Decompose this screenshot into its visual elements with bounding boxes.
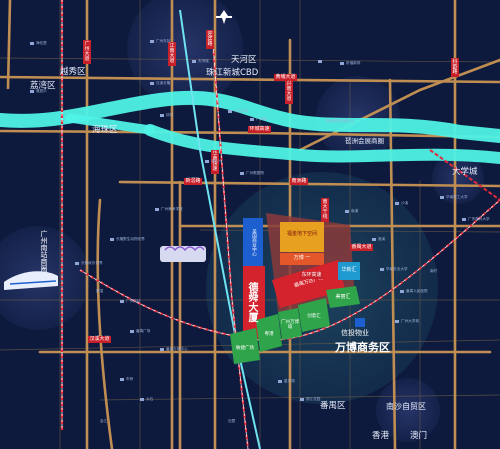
huafu-label: 华新汇 bbox=[341, 267, 357, 274]
poi-label: 长隆欢乐世界 bbox=[81, 261, 103, 265]
poi-label: 番禺人民医院 bbox=[406, 289, 428, 293]
poi-label: 祈福新邨 bbox=[346, 61, 361, 65]
district-nansha: 南沙自贸区 bbox=[386, 402, 426, 411]
poi-label: 番禺万博中心 bbox=[166, 347, 188, 351]
poi-label: 大石 bbox=[146, 397, 154, 401]
poi-label: 石壁 bbox=[228, 419, 236, 423]
poi-label: 中山大学 bbox=[234, 109, 249, 113]
road-tag-yingbin: 迎宾路 bbox=[206, 30, 214, 49]
district-pazhou: 琶洲会展商圈 bbox=[345, 137, 384, 145]
poi-label: 海心沙 bbox=[211, 159, 222, 163]
poi-label: 广州塔 bbox=[256, 117, 267, 121]
poi-label: 沙溪 bbox=[401, 201, 409, 205]
road-tag-xinjiao: 新滘路 bbox=[184, 178, 203, 185]
nansha-halo bbox=[376, 378, 440, 442]
poi-label: 广州美术学院 bbox=[161, 207, 183, 211]
poi-label: 广州歌剧院 bbox=[246, 171, 264, 175]
poi-label: 钟村 bbox=[166, 113, 174, 117]
guangzhou-label: 粤港 bbox=[264, 331, 274, 337]
wanbo-blocks bbox=[230, 213, 360, 364]
poi-label: 广州南站 bbox=[126, 299, 141, 303]
poi-label: 华南农业大学 bbox=[386, 267, 408, 271]
road-tag-guangzhou-dadao: 广州大道 bbox=[83, 40, 91, 64]
daxuecheng-halo bbox=[432, 152, 484, 204]
poi-label: 海伦堡 bbox=[36, 41, 47, 45]
district-tianhe: 天河区 bbox=[231, 55, 257, 65]
poi-label: 广州东站 bbox=[156, 39, 171, 43]
developer-label: 信投物业 bbox=[341, 329, 369, 337]
district-hongkong: 香港 bbox=[372, 431, 390, 441]
developer-logo bbox=[355, 318, 365, 327]
poi-markers bbox=[30, 40, 466, 401]
poi-label: 南村 bbox=[430, 269, 438, 273]
poi-label: 星河湾 bbox=[284, 379, 295, 383]
road-tag-panyu: 番禺大道 bbox=[350, 244, 374, 251]
meiguo-label: 美国商业中心 bbox=[251, 228, 257, 256]
chuangyi-block bbox=[298, 298, 330, 332]
road-tag-huanan: 华南快速 bbox=[211, 150, 219, 174]
road-tag-huangpu: 黄埔大道 bbox=[274, 74, 298, 81]
fuli-label: 福金地下空间 bbox=[286, 231, 317, 238]
road-tag-dongcheng: 东环高速 bbox=[300, 272, 324, 279]
district-south-station: 广州南站商圈 bbox=[40, 230, 48, 272]
district-yuexiu: 越秀区 bbox=[60, 67, 86, 77]
road-tag-huanshi: 环城高速 bbox=[248, 126, 272, 133]
poi-label: 天河城 bbox=[198, 59, 209, 63]
business-zone-title: 万博商务区 bbox=[335, 341, 390, 354]
airplane-icon bbox=[216, 10, 232, 24]
poi-label: 番禺广场 bbox=[136, 329, 151, 333]
fuli-block bbox=[280, 222, 324, 252]
poi-label: 长隆野生动物世界 bbox=[116, 237, 145, 241]
poi-label: 洛溪 bbox=[378, 237, 386, 241]
poi-label: 会江 bbox=[100, 419, 108, 423]
meili-label: 美丽汇 bbox=[335, 294, 351, 301]
poi-label: 华南理工大学 bbox=[446, 195, 468, 199]
wanda-small-label: 广州万博城 bbox=[281, 320, 299, 330]
road-tag-nanzhou: 南洲路 bbox=[290, 178, 309, 185]
chuangyi-label: 创意汇 bbox=[307, 313, 321, 319]
meiguo-block bbox=[243, 218, 263, 266]
poi-label: 丽江花园 bbox=[306, 397, 321, 401]
district-daxuecheng: 大学城 bbox=[452, 167, 478, 177]
meili-block bbox=[326, 286, 360, 308]
poi-label: 南浦 bbox=[351, 209, 359, 213]
road-tag-xingnan: 兴南大道 bbox=[285, 80, 293, 104]
wanda-plaza-block bbox=[272, 260, 345, 308]
project-name: 德舜大厦 bbox=[246, 282, 257, 322]
cangchu-label: 敏捷广场 bbox=[236, 345, 254, 351]
poi-label: 广州大学城 bbox=[401, 319, 419, 323]
poi-label: 琶洲国际会展中心 bbox=[326, 119, 355, 123]
poi-label: 厦滘 bbox=[96, 289, 104, 293]
poi-label: 雅居乐 bbox=[36, 89, 47, 93]
district-panyu: 番禺区 bbox=[320, 401, 346, 411]
wanda-small-block bbox=[278, 308, 302, 340]
district-macau: 澳门 bbox=[410, 431, 428, 441]
district-liwan: 荔湾区 bbox=[30, 81, 56, 91]
road-tag-kexue: 科韵路 bbox=[451, 58, 459, 77]
poi-label: 市桥 bbox=[126, 377, 134, 381]
wanbo-one-block bbox=[280, 253, 324, 265]
park-logo bbox=[160, 246, 206, 262]
cangchu-block bbox=[230, 328, 260, 364]
district-haizhu: 海珠区 bbox=[92, 125, 118, 135]
poi-label: 汉溪长隆 bbox=[156, 81, 171, 85]
guangzhou-block bbox=[256, 314, 282, 352]
road-tag-jiangnan: 江南大道 bbox=[168, 42, 176, 66]
road-tag-nanda: 南大干线 bbox=[321, 198, 329, 222]
road-tag-hanxi: 汉溪大道 bbox=[88, 336, 112, 343]
huafu-block bbox=[338, 262, 360, 280]
train-icon bbox=[4, 271, 58, 290]
district-cbd: 珠江新城CBD bbox=[206, 68, 259, 78]
wanbo-one-label: 万博 一 bbox=[293, 255, 311, 262]
poi-label: 广东药科大学 bbox=[468, 217, 490, 221]
